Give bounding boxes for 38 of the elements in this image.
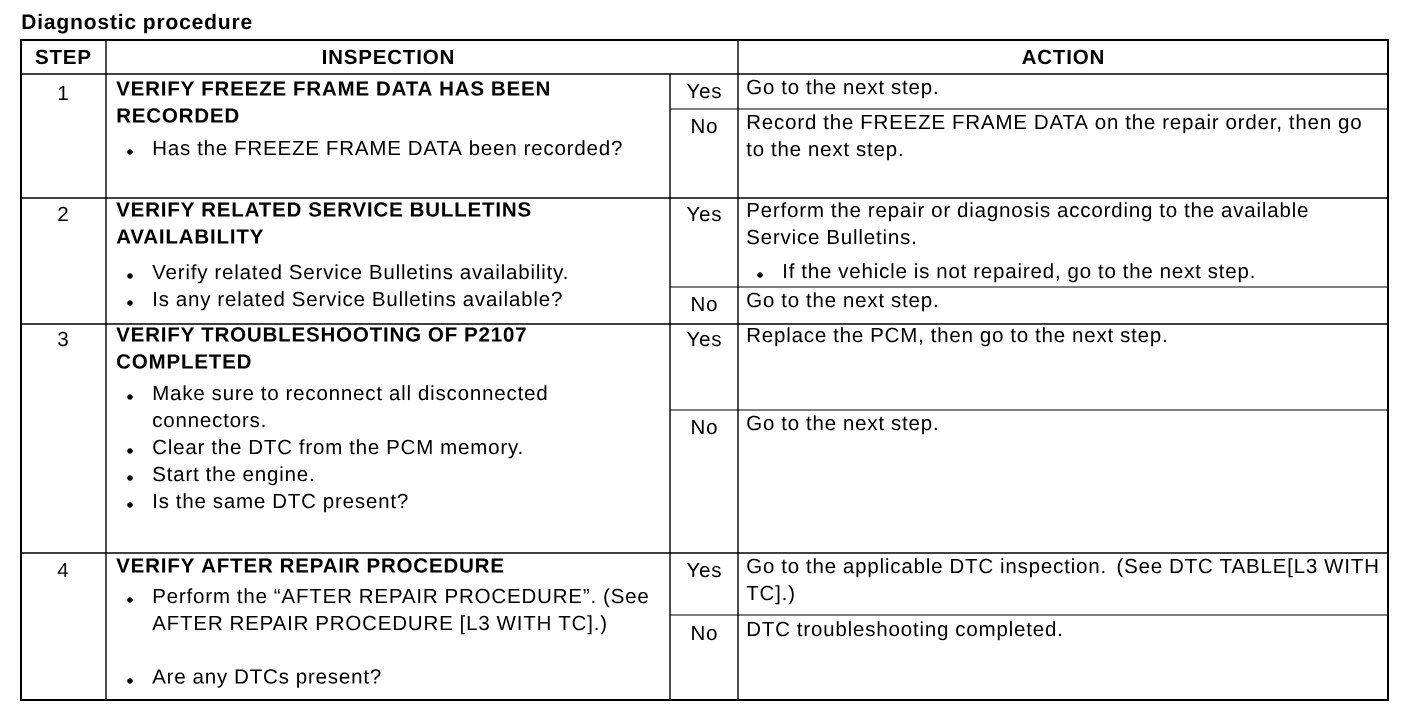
step-heading: VERIFY AFTER REPAIR PROCEDURE xyxy=(116,558,504,573)
bullet-item: Is any related Service Bulletins available? xyxy=(127,291,562,311)
step-number: 1 xyxy=(58,85,68,100)
column-header: INSPECTION xyxy=(323,49,453,65)
step-number: 3 xyxy=(58,331,68,347)
answer-label: No xyxy=(692,118,717,134)
action-text: Go to the next step. xyxy=(747,415,937,435)
answer-label: Yes xyxy=(686,562,721,578)
step-number: 4 xyxy=(57,562,69,577)
table-title: Diagnostic procedure xyxy=(22,13,252,34)
column-header: ACTION xyxy=(1022,49,1103,65)
action-text: Go to the applicable DTC inspection. (See DTC TABLE[L3 WITH TC].) xyxy=(746,558,1378,605)
bullet-item: Is the same DTC present? xyxy=(127,493,408,513)
step-heading: VERIFY FREEZE FRAME DATA HAS BEEN RECORDED xyxy=(116,81,549,123)
bullet-item: Are any DTCs present? xyxy=(127,669,381,688)
bullet-item: If the vehicle is not repaired, go to the next step. xyxy=(757,263,1254,283)
answer-label: Yes xyxy=(686,83,721,99)
column-header: STEP xyxy=(35,49,91,65)
bullet-item: Make sure to reconnect all disconnected connectors. xyxy=(127,385,547,428)
action-text: DTC troubleshooting completed. xyxy=(747,621,1062,641)
action-text: Go to the next step. xyxy=(747,79,937,99)
step-number: 2 xyxy=(58,206,68,221)
answer-label: No xyxy=(692,296,717,312)
answer-label: Yes xyxy=(686,206,721,222)
action-text: Record the FREEZE FRAME DATA on the repair order, then go to the next step. xyxy=(746,114,1361,161)
step-heading: VERIFY RELATED SERVICE BULLETINS AVAILABILITY xyxy=(116,202,531,244)
bullet-item: Perform the “AFTER REPAIR PROCEDURE”. (See AFTER REPAIR PROCEDURE [L3 WITH TC].) xyxy=(127,588,648,635)
bullet-item: Clear the DTC from the PCM memory. xyxy=(127,439,522,459)
bullet-item: Verify related Service Bulletins availability. xyxy=(127,264,567,284)
answer-label: No xyxy=(692,419,717,435)
bullet-item: Has the FREEZE FRAME DATA been recorded? xyxy=(127,140,622,156)
action-text: Perform the repair or diagnosis according to the available Service Bulletins. xyxy=(747,202,1308,245)
step-heading: VERIFY TROUBLESHOOTING OF P2107 COMPLETED xyxy=(116,327,526,369)
answer-label: No xyxy=(692,625,717,641)
action-text: Replace the PCM, then go to the next step. xyxy=(747,327,1166,347)
answer-label: Yes xyxy=(686,331,721,347)
action-text: Go to the next step. xyxy=(747,292,937,312)
bullet-item: Start the engine. xyxy=(127,466,313,486)
